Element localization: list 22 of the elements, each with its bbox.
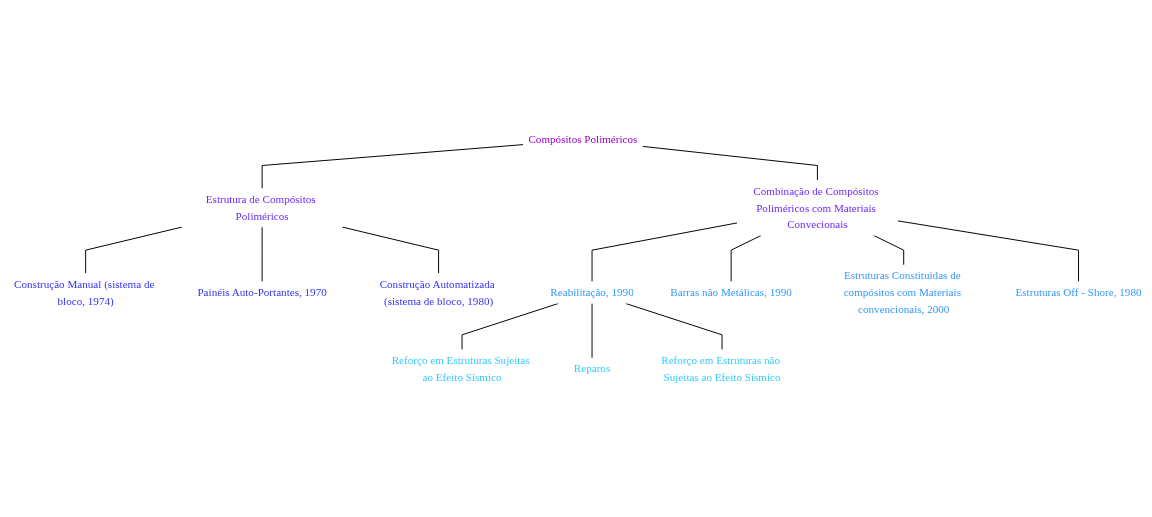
node-text: Reabilitação, 1990: [550, 286, 634, 299]
node-text: Construção Automatizada (sistema de bloco, 1980): [379, 277, 495, 307]
node-text: Reforço em Estruturas Sujeitas ao Efeito Sísmico: [391, 354, 530, 384]
connector: [591, 222, 738, 283]
connector: [642, 145, 818, 181]
connector: [261, 144, 524, 190]
connector: [342, 226, 440, 274]
connector: [625, 302, 723, 351]
node-text: Compósitos Poliméricos: [528, 133, 638, 146]
node-text: Construção Manual (sistema de bloco, 1974): [14, 277, 155, 307]
node-text: Estrutura de Compósitos Poliméricos: [205, 193, 316, 223]
node-text: Reparos: [573, 362, 611, 375]
connector: [897, 220, 1079, 283]
node-text: Combinação de Compósitos Poliméricos com Materiais Convecionais: [753, 184, 879, 231]
node-text: Reforço em Estruturas não Sujeitas ao Efeito Sísmico: [661, 354, 781, 384]
connector: [85, 226, 183, 274]
node-text: Painéis Auto-Portantes, 1970: [197, 286, 327, 299]
connector: [461, 302, 559, 351]
connector: [873, 234, 905, 266]
node-text: Barras não Metálicas, 1990: [670, 286, 792, 299]
node-text: Estruturas Constituidas de compósitos com Materiais convencionais, 2000: [843, 269, 961, 316]
node-text: Estruturas Off - Shore, 1980: [1015, 286, 1142, 299]
